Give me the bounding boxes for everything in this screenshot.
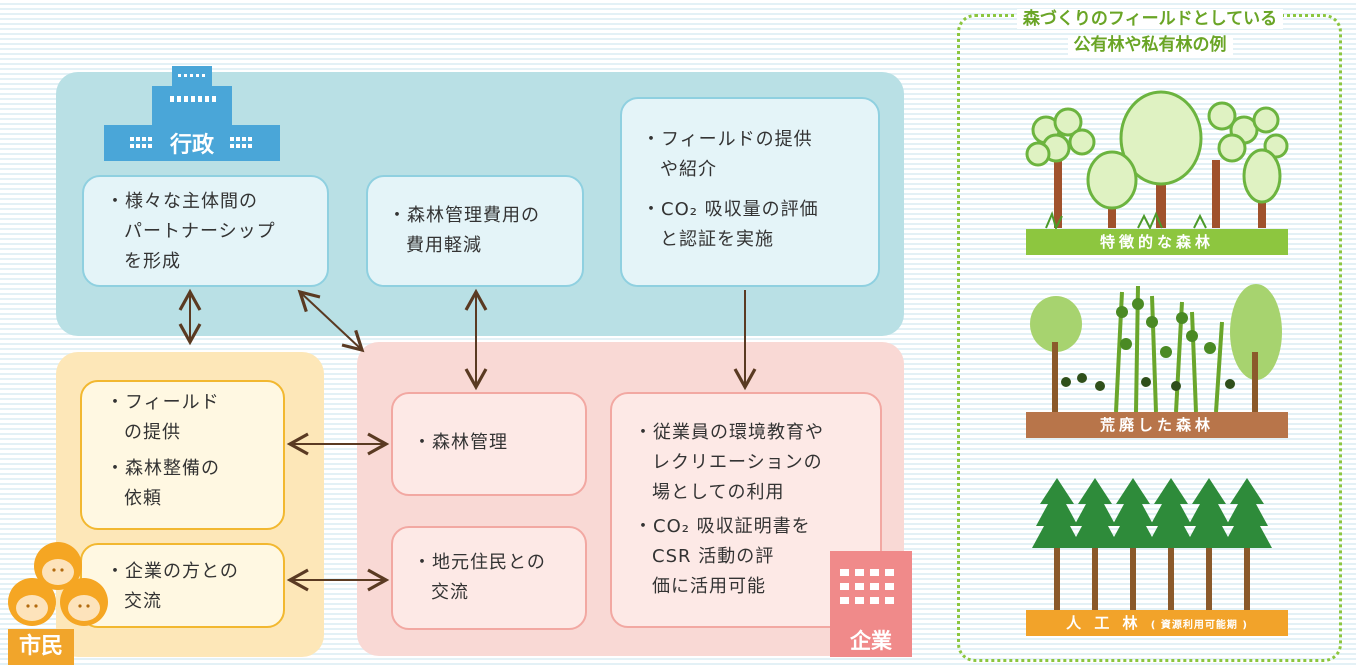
forest-type-banner-characteristic: 特徴的な森林	[1026, 229, 1288, 255]
company-exchange-box: ・地元住民との 交流	[391, 526, 587, 630]
company-education-line: 価に活用可能	[652, 576, 766, 597]
company-education-line: ・CO₂ 吸収証明書を	[634, 516, 811, 537]
gov-partnership-line: パートナーシップ	[124, 221, 276, 242]
citizens-people-icon	[8, 542, 108, 626]
gov-field-line: ・CO₂ 吸収量の評価	[642, 199, 819, 220]
company-building-icon	[830, 551, 912, 657]
forest-examples-title: 森づくりのフィールドとしている 公有林や私有林の例	[960, 6, 1340, 64]
forest-type-banner-degraded: 荒廃した森林	[1026, 412, 1288, 438]
citizen-exchange-line: 交流	[124, 591, 162, 612]
gov-cost-line: ・森林管理費用の	[388, 205, 540, 226]
gov-cost-line: 費用軽減	[406, 235, 482, 256]
planted-forest-illustration	[1032, 478, 1272, 616]
window-grid-icon	[129, 137, 152, 148]
forest-type-banner-planted: 人 工 林 ( 資源利用可能期 )	[1026, 610, 1288, 636]
forest-examples-title-line1: 森づくりのフィールドとしている	[1016, 9, 1284, 29]
forest-type-label: 人 工 林	[1066, 614, 1142, 632]
gov-partnership-line: を形成	[124, 251, 181, 272]
company-exchange-line: ・地元住民との	[413, 552, 546, 573]
gov-partnership-line: ・様々な主体間の	[106, 191, 258, 212]
gov-cost-box: ・森林管理費用の 費用軽減	[366, 175, 584, 287]
gov-field-line: と認証を実施	[660, 229, 774, 250]
government-building-icon	[152, 66, 232, 126]
citizen-field-line: 依頼	[124, 488, 162, 509]
citizen-field-line: の提供	[124, 422, 181, 443]
company-education-line: ・従業員の環境教育や	[634, 422, 824, 443]
forest-type-label: 特徴的な森林	[1099, 233, 1214, 251]
citizen-exchange-line: ・企業の方との	[106, 561, 239, 582]
company-education-line: 場としての利用	[652, 482, 785, 503]
citizen-exchange-box: ・企業の方との 交流	[80, 543, 285, 628]
gov-field-box: ・フィールドの提供 や紹介 ・CO₂ 吸収量の評価 と認証を実施	[620, 97, 880, 287]
company-exchange-line: 交流	[431, 582, 469, 603]
company-education-line: レクリエーションの	[652, 452, 823, 473]
government-label: 行政	[104, 125, 280, 161]
gov-field-line: や紹介	[660, 159, 717, 180]
forest-type-note: ( 資源利用可能期 )	[1150, 620, 1248, 631]
company-forest-mgmt-line: ・森林管理	[413, 432, 508, 453]
government-label-text: 行政	[169, 133, 214, 158]
degraded-forest-illustration	[1030, 284, 1282, 413]
citizen-field-line: ・森林整備の	[106, 458, 220, 479]
characteristic-forest-illustration	[1025, 90, 1289, 231]
company-forest-mgmt-box: ・森林管理	[391, 392, 587, 496]
gov-field-line: ・フィールドの提供	[642, 129, 813, 150]
connector-arrows	[178, 288, 757, 592]
citizen-field-line: ・フィールド	[106, 392, 220, 413]
window-grid-icon	[230, 137, 252, 148]
citizen-label: 市民	[8, 629, 74, 665]
company-education-line: CSR 活動の評	[652, 546, 775, 567]
arrow-gov-company-diagonal	[297, 289, 365, 353]
forest-type-label: 荒廃した森林	[1099, 416, 1214, 434]
forest-examples-title-line2: 公有林や私有林の例	[1067, 35, 1233, 55]
citizen-field-box: ・フィールド の提供 ・森林整備の 依頼	[80, 380, 285, 530]
gov-partnership-box: ・様々な主体間の パートナーシップ を形成	[82, 175, 329, 287]
company-label: 企業	[850, 629, 892, 653]
